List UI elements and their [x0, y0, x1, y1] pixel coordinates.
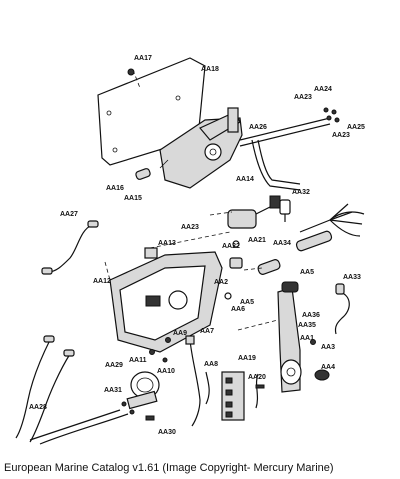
control-housing	[159, 107, 243, 189]
callout-16: AA34	[273, 240, 291, 247]
clip-aa15	[135, 168, 151, 180]
leader-guides	[209, 211, 279, 331]
callout-32: AA29	[105, 362, 123, 369]
callout-1: AA18	[201, 66, 219, 73]
callout-28: AA10	[157, 368, 175, 375]
callout-35: AA31	[104, 387, 122, 394]
callout-4: AA25	[347, 124, 365, 131]
callout-22: AA5	[240, 299, 254, 306]
callout-30: AA1	[300, 335, 314, 342]
callout-9: AA14	[236, 176, 254, 183]
callout-2: AA24	[314, 86, 332, 93]
key-switch	[227, 195, 281, 229]
screws-aa9-aa11-aa10	[149, 337, 171, 363]
callout-36: AA20	[248, 374, 266, 381]
callout-37: AA28	[29, 404, 47, 411]
screw-aa3	[310, 339, 316, 345]
callout-11: AA27	[60, 211, 78, 218]
throttle-lever	[277, 281, 302, 393]
callout-23: AA36	[302, 312, 320, 319]
callout-7: AA16	[106, 185, 124, 192]
wiring-harness-aa28	[15, 335, 129, 445]
small-parts-cluster	[224, 240, 281, 300]
callout-5: AA23	[332, 132, 350, 139]
callout-3: AA23	[294, 94, 312, 101]
callout-15: AA13	[158, 240, 176, 247]
lever-knob	[314, 369, 330, 381]
callout-8: AA15	[124, 195, 142, 202]
ignition-key	[279, 199, 291, 222]
callout-21: AA6	[231, 306, 245, 313]
callout-33: AA19	[238, 355, 256, 362]
callout-10: AA32	[292, 189, 310, 196]
exploded-parts-diagram: AA17 AA18 AA24 AA23 AA25 AA23 AA26 AA16 …	[15, 55, 365, 445]
cable-rods	[239, 107, 340, 191]
callout-24: AA35	[298, 322, 316, 329]
callout-0: AA17	[134, 55, 152, 62]
cable-aa7	[185, 335, 201, 427]
callout-27: AA11	[129, 357, 147, 364]
screw-aa20	[255, 384, 265, 389]
tachometer-gauge	[126, 371, 160, 410]
screw-aa17	[127, 68, 135, 76]
callout-14: AA22	[222, 243, 240, 250]
callout-34: AA4	[321, 364, 335, 371]
wiring-harness-aa27	[41, 220, 99, 275]
control-box	[104, 231, 231, 353]
callout-13: AA21	[248, 237, 266, 244]
image-caption: European Marine Catalog v1.61 (Image Cop…	[4, 462, 334, 474]
callout-12: AA23	[181, 224, 199, 231]
terminal-block	[205, 371, 259, 421]
callout-20: AA2	[214, 279, 228, 286]
callout-19: AA12	[93, 278, 111, 285]
callout-38: AA30	[158, 429, 176, 436]
decal-aa13	[144, 247, 158, 259]
callout-6: AA26	[249, 124, 267, 131]
callout-31: AA3	[321, 344, 335, 351]
callout-26: AA7	[200, 328, 214, 335]
callout-18: AA33	[343, 274, 361, 281]
connectors-aa31-aa30	[121, 401, 155, 421]
callout-labels: AA17 AA18 AA24 AA23 AA25 AA23 AA26 AA16 …	[29, 55, 365, 436]
callout-29: AA8	[204, 361, 218, 368]
wire-bundle	[295, 203, 365, 335]
callout-25: AA9	[173, 330, 187, 337]
callout-17: AA5	[300, 269, 314, 276]
